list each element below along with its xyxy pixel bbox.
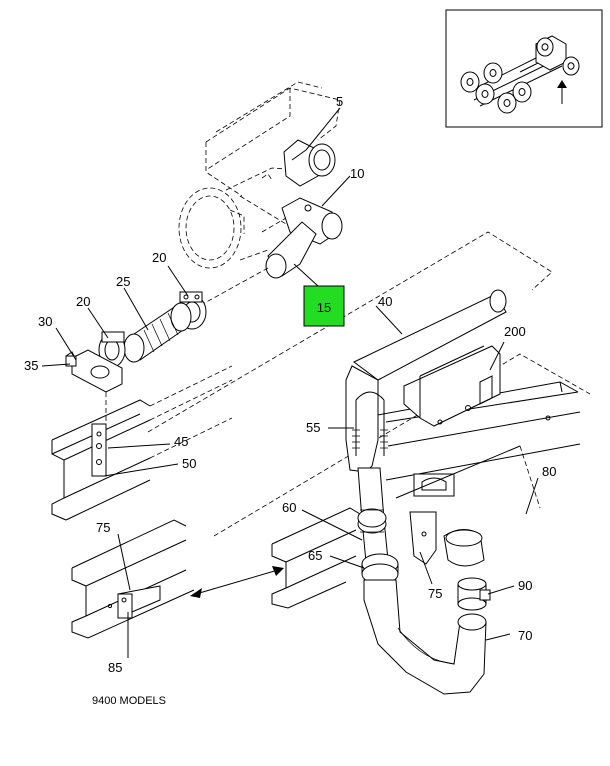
callout-70: 70	[518, 628, 532, 643]
callout-40: 40	[378, 294, 392, 309]
part-60-exhaust-pipe	[357, 467, 389, 563]
frame-rail-right-lower	[271, 445, 541, 609]
rain-cap	[443, 529, 485, 567]
callout-5: 5	[336, 94, 343, 109]
callout-75-left: 75	[96, 520, 110, 535]
frame-rail-left-lower	[71, 519, 195, 639]
callout-45: 45	[174, 434, 188, 449]
part-45-bracket	[91, 423, 107, 477]
part-200-bracket	[403, 345, 501, 427]
part-75-bracket-right	[409, 473, 455, 565]
inset-locator	[445, 9, 603, 128]
callout-85: 85	[108, 660, 122, 675]
part-5-elbow	[283, 139, 336, 187]
callout-20-upper: 20	[152, 250, 166, 265]
part-55-u-bolt	[352, 391, 388, 456]
callout-90: 90	[518, 578, 532, 593]
callout-50: 50	[182, 456, 196, 471]
part-65-clamp	[361, 553, 399, 585]
part-70-elbow-pipe	[363, 579, 487, 695]
callout-80: 80	[542, 464, 556, 479]
models-caption: 9400 MODELS	[92, 695, 166, 707]
callout-30: 30	[38, 314, 52, 329]
frame-rail-left-upper	[51, 365, 233, 521]
callout-75-right: 75	[428, 586, 442, 601]
callout-10: 10	[350, 166, 364, 181]
callout-35: 35	[24, 358, 38, 373]
callout-55: 55	[306, 420, 320, 435]
callout-20-lower: 20	[76, 294, 90, 309]
part-90-clamp	[457, 577, 491, 611]
leader-lines	[41, 107, 539, 658]
part-20-clamp-lower	[98, 331, 126, 368]
callout-65: 65	[308, 548, 322, 563]
double-arrow-icon	[190, 566, 284, 598]
callout-200: 200	[504, 324, 526, 339]
engine-outline	[178, 81, 341, 269]
highlight-box-15[interactable]	[303, 285, 345, 327]
inset-wheel	[460, 62, 532, 114]
callout-25: 25	[116, 274, 130, 289]
part-15-outlet-pipe	[265, 221, 317, 279]
callout-15[interactable]: 15	[317, 300, 331, 315]
callout-60: 60	[282, 500, 296, 515]
part-30-hanger	[65, 349, 123, 393]
part-25-flex-pipe	[123, 302, 192, 363]
up-arrow-icon	[557, 80, 567, 88]
